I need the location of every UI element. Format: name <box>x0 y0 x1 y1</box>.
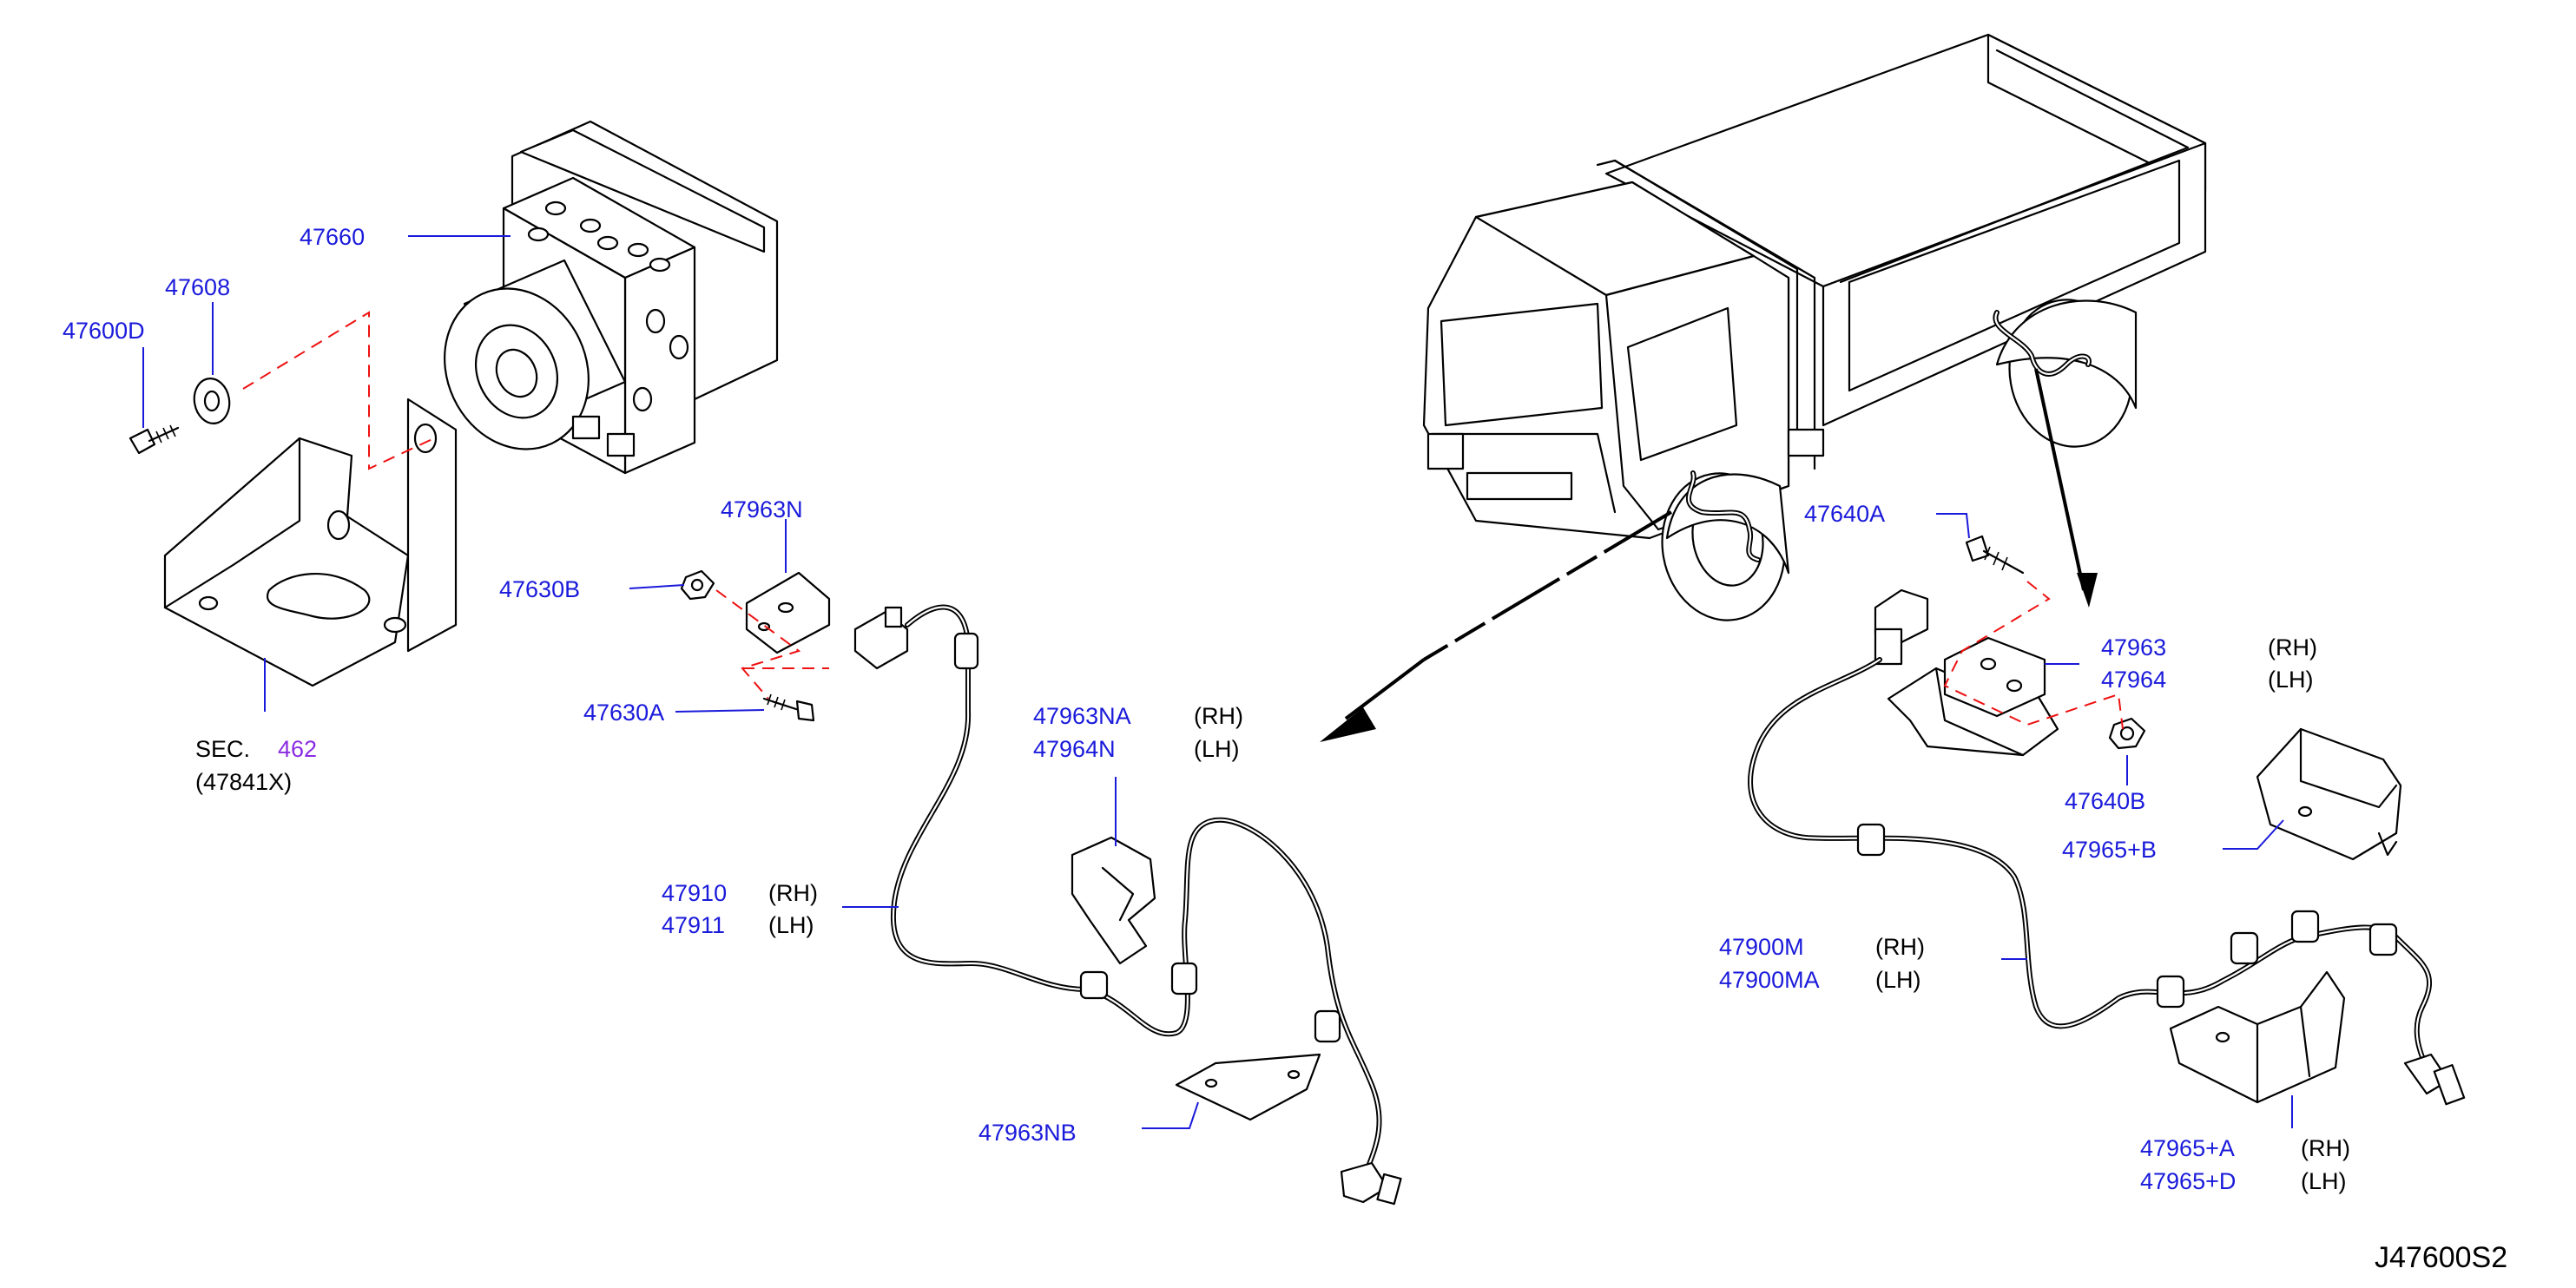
bracket-47963N <box>745 571 831 654</box>
truck-illustration <box>1422 33 2207 621</box>
actuator-bracket <box>163 398 458 687</box>
label-47964-partial: 47964 <box>2101 667 2166 693</box>
clip-47963-rear <box>1943 636 2046 718</box>
label-47910-side: (RH) <box>768 880 818 906</box>
rear-connector <box>1874 588 1929 666</box>
label-47640A: 47640A <box>1804 501 1885 527</box>
abs-actuator-unit <box>444 120 779 475</box>
label-47965B: 47965+B <box>2062 837 2157 863</box>
label-47600D: 47600D <box>63 318 145 344</box>
bolt-47630A <box>762 693 815 722</box>
label-sec-number: 462 <box>278 736 317 762</box>
rear-sensor-harness <box>1748 657 2466 1106</box>
label-47965D: 47965+D <box>2140 1168 2236 1194</box>
label-47964N-side: (LH) <box>1194 736 1240 762</box>
label-47964-partial-side: (LH) <box>2268 667 2314 693</box>
label-sec-prefix: SEC. <box>195 736 250 762</box>
diagram-code: J47600S2 <box>2375 1241 2507 1274</box>
label-47963N: 47963N <box>721 496 803 522</box>
clip-47963NA <box>1071 836 1156 965</box>
label-47964N: 47964N <box>1033 736 1116 762</box>
label-47911-side: (LH) <box>768 912 814 938</box>
label-47910: 47910 <box>662 880 727 906</box>
plate-47963NB <box>1175 1053 1321 1121</box>
bolt-47600D <box>128 424 180 455</box>
label-47630B: 47630B <box>499 576 580 602</box>
label-47630A: 47630A <box>583 700 664 726</box>
label-47660: 47660 <box>300 224 365 250</box>
bracket-47965B <box>2256 727 2402 861</box>
label-47963-partial-side: (RH) <box>2268 634 2317 660</box>
grommet-47608 <box>193 378 231 424</box>
label-47965A: 47965+A <box>2140 1135 2235 1161</box>
front-pointer-arrow <box>1320 510 1673 742</box>
front-sensor-harness <box>890 604 1402 1206</box>
label-47900M-side: (RH) <box>1875 934 1925 960</box>
leader-lines <box>142 235 2293 1129</box>
label-47911: 47911 <box>662 912 725 938</box>
nut-47630B <box>680 569 715 601</box>
label-47963-partial: 47963 <box>2101 634 2166 660</box>
label-47963NA-side: (RH) <box>1194 703 1243 729</box>
bolt-47640A <box>1965 535 2025 575</box>
label-47963NB: 47963NB <box>978 1120 1077 1146</box>
label-47608: 47608 <box>165 274 230 300</box>
rear-pointer-arrow <box>2034 368 2098 608</box>
label-47900MA-side: (LH) <box>1875 967 1921 993</box>
label-47640B: 47640B <box>2065 788 2145 814</box>
label-47900M: 47900M <box>1719 934 1804 960</box>
front-connector <box>853 606 909 670</box>
label-sec-sub: (47841X) <box>195 769 292 795</box>
label-47965A-side: (RH) <box>2301 1135 2350 1161</box>
nut-47640B <box>2108 717 2146 750</box>
label-47963NA: 47963NA <box>1033 703 1131 729</box>
bracket-47965A <box>2169 970 2346 1104</box>
label-47965D-side: (LH) <box>2301 1168 2347 1194</box>
label-47900MA: 47900MA <box>1719 967 1820 993</box>
